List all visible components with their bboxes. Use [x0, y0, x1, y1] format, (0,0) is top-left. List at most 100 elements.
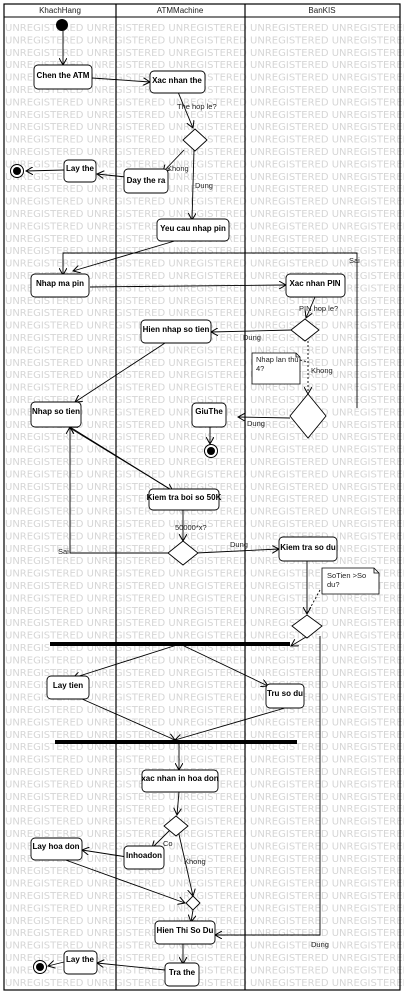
action-label: xac nhan in hoa don — [141, 774, 218, 783]
note-line-1: SoTien >So — [327, 571, 366, 580]
watermark-row: UNREGISTERED UNREGISTERED UNREGISTERED U… — [5, 717, 404, 728]
decision-nodes — [163, 128, 327, 911]
guard-label: 50000*x? — [175, 523, 207, 532]
action-label: Tru so du — [267, 689, 303, 698]
watermark-row: UNREGISTERED UNREGISTERED UNREGISTERED U… — [5, 953, 404, 964]
guard-label: Co — [163, 839, 173, 848]
action-label: Xac nhan PIN — [289, 279, 340, 288]
watermark-row: UNREGISTERED UNREGISTERED UNREGISTERED U… — [5, 593, 404, 604]
watermark-row: UNREGISTERED UNREGISTERED UNREGISTERED U… — [5, 35, 404, 46]
guard-label: Dung — [243, 333, 261, 342]
action-label: Chen the ATM — [37, 71, 90, 80]
action-yeu-cau-nhap-pin[interactable]: Yeu cau nhap pin — [156, 218, 230, 242]
watermark-row: UNREGISTERED UNREGISTERED UNREGISTERED U… — [5, 705, 404, 716]
action-kiem-tra-boi-so[interactable]: Kiem tra boi so 50K — [147, 488, 222, 511]
watermark-row: UNREGISTERED UNREGISTERED UNREGISTERED U… — [5, 891, 404, 902]
watermark-row: UNREGISTERED UNREGISTERED UNREGISTERED U… — [5, 519, 404, 530]
watermark-row: UNREGISTERED UNREGISTERED UNREGISTERED U… — [5, 829, 404, 840]
action-inhoadon[interactable]: Inhoadon — [123, 845, 165, 870]
watermark-row: UNREGISTERED UNREGISTERED UNREGISTERED U… — [5, 259, 404, 270]
action-lay-hoa-don[interactable]: Lay hoa don — [30, 837, 83, 861]
action-xac-nhan-in-hoa-don[interactable]: xac nhan in hoa don — [141, 769, 219, 793]
action-xac-nhan-the[interactable]: Xac nhan the — [149, 70, 206, 94]
watermark-row: UNREGISTERED UNREGISTERED UNREGISTERED U… — [5, 668, 404, 679]
action-tra-the[interactable]: Tra the — [164, 962, 200, 987]
action-label: Hien nhap so tien — [143, 325, 210, 334]
watermark-row: UNREGISTERED UNREGISTERED UNREGISTERED U… — [5, 246, 404, 257]
note-nhap-lan-thu: Nhap lan thu 4? — [251, 352, 301, 385]
action-label: Inhoadon — [126, 851, 162, 860]
watermark-row: UNREGISTERED UNREGISTERED UNREGISTERED U… — [5, 283, 404, 294]
initial-node — [56, 19, 68, 31]
watermark-row: UNREGISTERED UNREGISTERED UNREGISTERED U… — [5, 23, 404, 34]
guard-label: PIN hop le? — [299, 304, 338, 313]
action-tru-so-du[interactable]: Tru so du — [265, 683, 305, 709]
action-label: Nhap ma pin — [36, 279, 84, 288]
final-node-1 — [10, 164, 24, 178]
action-label: Lay the — [66, 955, 95, 964]
watermark-row: UNREGISTERED UNREGISTERED UNREGISTERED U… — [5, 48, 404, 59]
watermark-row: UNREGISTERED UNREGISTERED UNREGISTERED U… — [5, 804, 404, 815]
fork-bar — [50, 642, 290, 646]
action-xac-nhan-pin[interactable]: Xac nhan PIN — [285, 273, 346, 298]
action-lay-tien[interactable]: Lay tien — [46, 675, 90, 700]
join-bar — [55, 740, 297, 744]
watermark-row: UNREGISTERED UNREGISTERED UNREGISTERED U… — [5, 308, 404, 319]
guard-label: The hop le? — [177, 102, 217, 111]
guard-label: Dung — [230, 540, 248, 549]
action-nhap-so-tien[interactable]: Nhap so tien — [30, 401, 82, 428]
action-lay-the-1[interactable]: Lay the — [63, 159, 97, 183]
guard-label: Dung — [195, 181, 213, 190]
watermark-row: UNREGISTERED UNREGISTERED UNREGISTERED U… — [5, 507, 404, 518]
action-hien-thi-so-du[interactable]: Hien Thi So Du — [154, 920, 216, 945]
action-giu-the[interactable]: GiuThe — [191, 402, 227, 428]
lane-title-bank: BanKIS — [308, 6, 335, 15]
watermark-row: UNREGISTERED UNREGISTERED UNREGISTERED U… — [5, 606, 404, 617]
watermark-row: UNREGISTERED UNREGISTERED UNREGISTERED U… — [5, 122, 404, 133]
watermark-row: UNREGISTERED UNREGISTERED UNREGISTERED U… — [5, 903, 404, 914]
watermark-row: UNREGISTERED UNREGISTERED UNREGISTERED U… — [5, 556, 404, 567]
watermark-row: UNREGISTERED UNREGISTERED UNREGISTERED U… — [5, 370, 404, 381]
note-line-2: du? — [327, 580, 340, 589]
watermark-row: UNREGISTERED UNREGISTERED UNREGISTERED U… — [5, 680, 404, 691]
watermark-row: UNREGISTERED UNREGISTERED UNREGISTERED U… — [5, 482, 404, 493]
watermark-row: UNREGISTERED UNREGISTERED UNREGISTERED U… — [5, 544, 404, 555]
guard-label: Sai — [58, 547, 69, 556]
watermark-row: UNREGISTERED UNREGISTERED UNREGISTERED U… — [5, 531, 404, 542]
final-node-3 — [33, 960, 47, 974]
action-kiem-tra-so-du[interactable]: Kiem tra so du — [278, 536, 338, 562]
action-label: Hien Thi So Du — [157, 926, 214, 935]
guard-label: Khong — [184, 857, 206, 866]
watermark-row: UNREGISTERED UNREGISTERED UNREGISTERED U… — [5, 879, 404, 890]
watermark-row: UNREGISTERED UNREGISTERED UNREGISTERED U… — [5, 159, 404, 170]
guard-label: Sai — [349, 256, 360, 265]
action-day-the-ra[interactable]: Day the ra — [123, 168, 169, 194]
action-chen-the[interactable]: Chen the ATM — [33, 64, 93, 90]
action-nhap-ma-pin[interactable]: Nhap ma pin — [30, 273, 90, 298]
watermark-row: UNREGISTERED UNREGISTERED UNREGISTERED U… — [5, 730, 404, 741]
watermark-row: UNREGISTERED UNREGISTERED UNREGISTERED U… — [5, 965, 404, 976]
watermark-row: UNREGISTERED UNREGISTERED UNREGISTERED U… — [5, 432, 404, 443]
watermark-row: UNREGISTERED UNREGISTERED UNREGISTERED U… — [5, 817, 404, 828]
watermark-row: UNREGISTERED UNREGISTERED UNREGISTERED U… — [5, 655, 404, 666]
watermark-row: UNREGISTERED UNREGISTERED UNREGISTERED U… — [5, 693, 404, 704]
guard-label: Dung — [247, 419, 265, 428]
watermark-row: UNREGISTERED UNREGISTERED UNREGISTERED U… — [5, 296, 404, 307]
watermark-row: UNREGISTERED UNREGISTERED UNREGISTERED U… — [5, 631, 404, 642]
note-so-tien: SoTien >So du? — [321, 567, 380, 595]
watermark-row: UNREGISTERED UNREGISTERED UNREGISTERED U… — [5, 60, 404, 71]
watermark-row: UNREGISTERED UNREGISTERED UNREGISTERED U… — [5, 271, 404, 282]
lane-title-atm: ATMMachine — [157, 6, 204, 15]
guard-label: Khong — [311, 366, 333, 375]
watermark-row: UNREGISTERED UNREGISTERED UNREGISTERED U… — [5, 742, 404, 753]
watermark-row: UNREGISTERED UNREGISTERED UNREGISTERED U… — [5, 643, 404, 654]
watermark-row: UNREGISTERED UNREGISTERED UNREGISTERED U… — [5, 97, 404, 108]
guard-label: Dung — [311, 940, 329, 949]
watermark-row: UNREGISTERED UNREGISTERED UNREGISTERED U… — [5, 569, 404, 580]
action-label: GiuThe — [195, 407, 223, 416]
watermark-row: UNREGISTERED UNREGISTERED UNREGISTERED U… — [5, 383, 404, 394]
action-lay-the-2[interactable]: Lay the — [63, 950, 98, 975]
action-label: Lay tien — [53, 681, 83, 690]
action-hien-nhap-so-tien[interactable]: Hien nhap so tien — [140, 319, 212, 344]
